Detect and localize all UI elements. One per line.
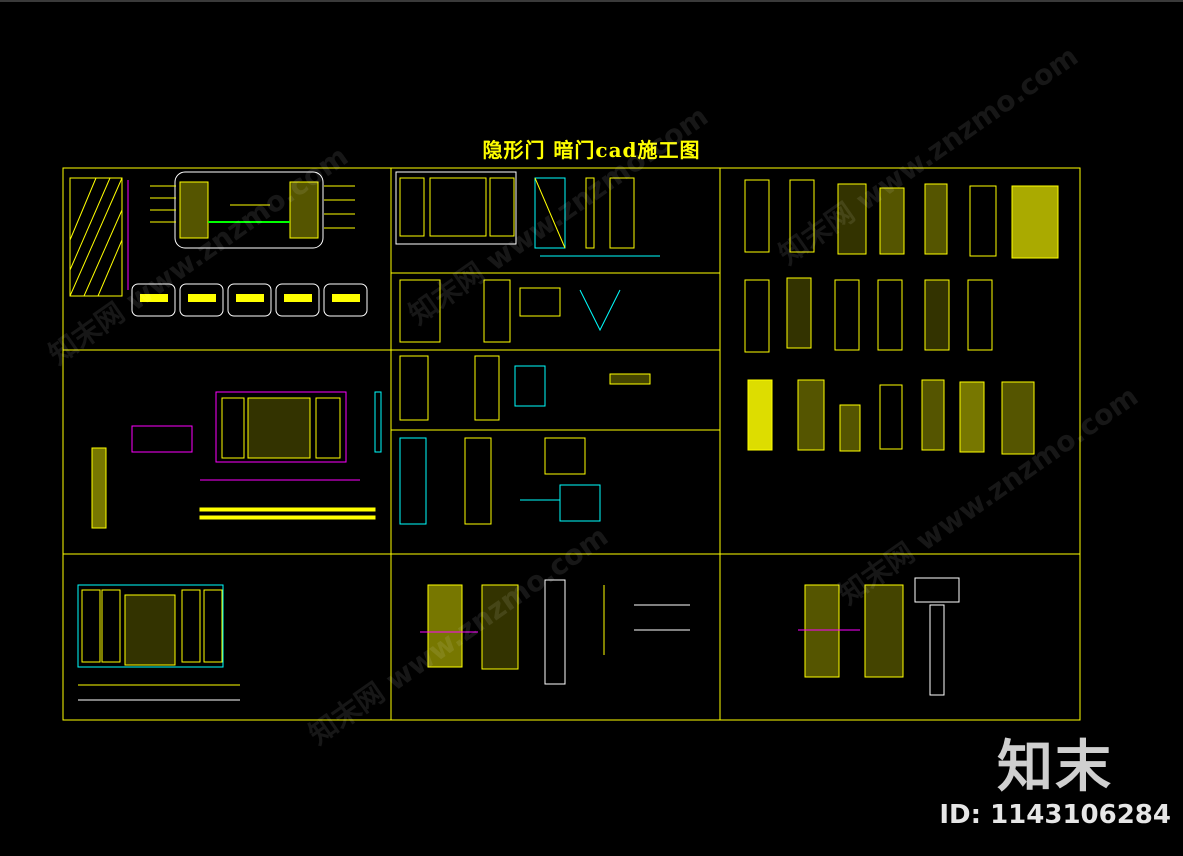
- detail-door-panel-library: [744, 179, 1059, 455]
- detail-wall-elevation: [91, 391, 382, 529]
- detail-door-elevations-a: [395, 171, 660, 525]
- sheet-frame: [62, 167, 1081, 721]
- detail-partition-elevation: [77, 584, 240, 701]
- detail-door-section-a: [420, 579, 690, 685]
- drawing-title: 隐形门 暗门cad施工图: [482, 138, 701, 162]
- asset-id-text: ID: 1143106284: [939, 800, 1171, 830]
- brand-logo-text: 知末: [997, 735, 1113, 800]
- detail-door-section-b: [798, 577, 960, 696]
- detail-plan-section: [69, 171, 368, 317]
